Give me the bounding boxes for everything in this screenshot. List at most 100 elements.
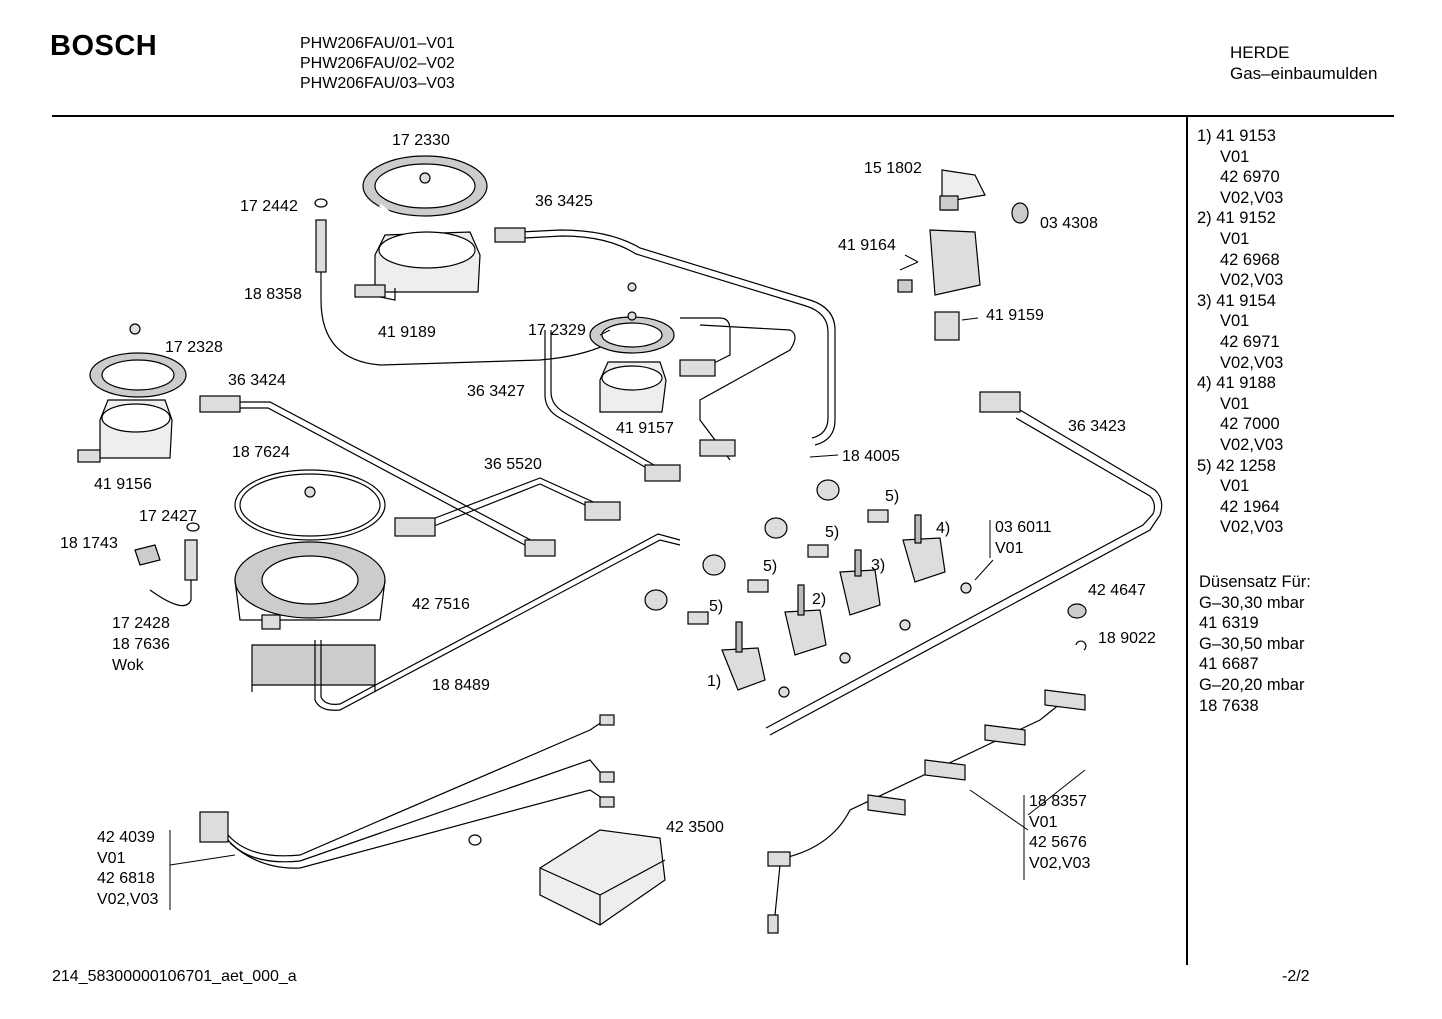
label-184005: 18 4005 [842,448,900,465]
wok-ring [234,469,386,541]
variant-alt-part: 42 6971 [1220,332,1280,351]
callout-5-a: 5) [885,488,900,505]
sidebar-divider [1186,117,1188,965]
label-363423: 36 3423 [1068,418,1126,435]
clip-189022 [1075,640,1087,651]
variant-number: 5) 42 1258 [1197,456,1276,475]
callout-5-c: 5) [763,558,778,575]
nozzle-gas: G–30,30 mbar [1199,593,1305,612]
variant-version: V02,V03 [1220,353,1284,372]
label-172329: 17 2329 [528,322,586,339]
label-187636: 18 7636 [112,636,170,653]
variant-4: 4) 41 9188 V01 42 7000 V02,V03 [1197,373,1283,455]
gas-pipe-188489 [314,533,681,711]
harness-right-version: V01 [1029,813,1058,831]
variant-version: V01 [1220,394,1250,413]
label-172328: 17 2328 [165,339,223,356]
label-189022: 18 9022 [1098,630,1156,647]
nozzle-part: 41 6687 [1199,655,1259,674]
variant-number: 1) 41 9153 [1197,127,1276,145]
model-1: PHW206FAU/01–V01 [300,35,455,52]
model-3: PHW206FAU/03–V03 [300,75,455,92]
label-419164: 41 9164 [838,237,896,254]
harness-right-part: 18 8357 [1029,793,1087,810]
burner-body-left [77,399,173,463]
variant-1: 1) 41 9153 V01 42 6970 V02,V03 [1197,126,1283,208]
valve-3 [839,549,881,616]
label-419157: 41 9157 [616,420,674,437]
callout-1: 1) [707,673,722,690]
label-363427: 36 3427 [467,383,525,400]
nozzle-caps [644,479,972,698]
burner-middle [589,282,675,413]
harness-left-version: V01 [97,849,126,867]
callout-2: 2) [812,591,827,608]
valve-2 [784,584,827,656]
category-title: HERDE [1230,43,1290,62]
burner-body-top [354,231,481,301]
variant-alt-part: 42 7000 [1220,415,1280,434]
brand-logo: BOSCH [50,30,158,62]
label-419156: 41 9156 [94,476,152,493]
callout-4: 4) [936,520,951,537]
page-number: -2/2 [1282,968,1310,985]
harness-left-part: 42 6818 [97,870,155,887]
callout-5-b: 5) [825,524,840,541]
label-188489: 18 8489 [432,677,490,694]
label-187624: 18 7624 [232,444,290,461]
label-419159: 41 9159 [986,307,1044,324]
wok-burner-body [234,541,386,630]
nozzle-part: 41 6319 [1199,614,1259,633]
regulator-419164 [897,229,981,296]
label-423500: 42 3500 [666,819,724,836]
variant-list: 1) 41 9153 V01 42 6970 V02,V03 2) 41 915… [1197,126,1283,538]
harness-right-labels: 18 8357 V01 42 5676 V02,V03 [1029,792,1090,874]
label-365520: 36 5520 [484,456,542,473]
header-divider [52,115,1394,117]
label-181743: 18 1743 [60,535,118,552]
variant-version: V02,V03 [1220,271,1284,290]
nozzle-gas: G–20,20 mbar [1199,675,1305,694]
nozzle-title: Düsensatz Für: [1199,573,1311,591]
label-172427: 17 2427 [139,508,197,525]
variant-3: 3) 41 9154 V01 42 6971 V02,V03 [1197,291,1283,373]
gas-pipe-365520 [394,477,621,537]
elbow-fitting [939,169,986,211]
variant-alt-part: 42 1964 [1220,497,1280,516]
ignition-module [539,829,666,926]
label-034308: 03 4308 [1040,215,1098,232]
connector-419159 [934,311,960,341]
harness-left-labels: 42 4039 V01 42 6818 V02,V03 [97,828,158,910]
harness-right [767,689,1086,934]
wok-base [251,644,376,692]
harness-left-version: V02,V03 [97,890,159,908]
label-427516: 42 7516 [412,596,470,613]
burner-ring-top [362,155,488,217]
variant-number: 2) 41 9152 [1197,209,1276,228]
variant-version: V01 [1220,229,1250,248]
gas-pipe-363425 [494,227,836,446]
variant-5: 5) 42 1258 V01 42 1964 V02,V03 [1197,456,1283,538]
label-036011-version: V01 [995,540,1024,557]
variant-number: 4) 41 9188 [1197,374,1276,393]
label-188358: 18 8358 [244,286,302,303]
label-424647: 42 4647 [1088,582,1146,599]
gas-pipe-363427 [544,317,796,482]
label-363425: 36 3425 [535,193,593,210]
label-172442: 17 2442 [240,198,298,215]
gas-pipe-363424 [199,395,556,557]
variant-version: V02,V03 [1220,188,1284,207]
label-363424: 36 3424 [228,372,286,389]
label-172428: 17 2428 [112,615,170,632]
callout-3: 3) [871,557,886,574]
variant-number: 3) 41 9154 [1197,291,1276,310]
label-036011: 03 6011 [995,519,1052,536]
variant-alt-part: 42 6970 [1220,168,1280,187]
category-block: HERDE Gas–einbaumulden [1230,42,1377,84]
variant-alt-part: 42 6968 [1220,250,1280,269]
washer-034308 [1011,202,1029,224]
gas-pipe-363423 [765,391,1163,736]
burner-ring-left [89,323,187,398]
label-419189: 41 9189 [378,324,436,341]
